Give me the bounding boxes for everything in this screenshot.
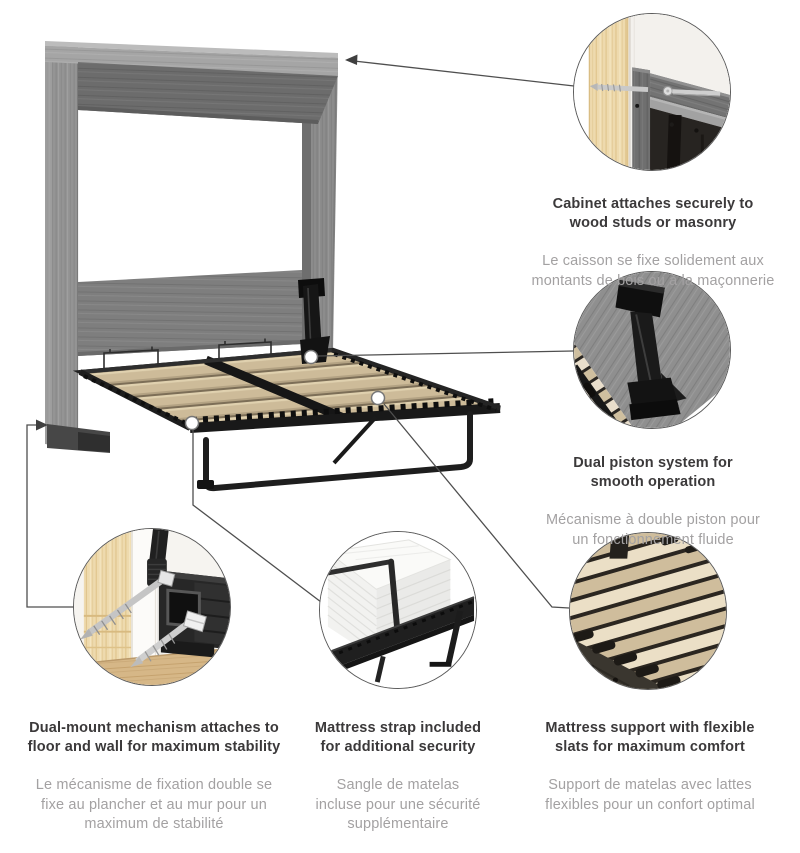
caption-mattress-slats-fr: Support de matelas avec lattes flexibles… [545, 777, 755, 813]
caption-cabinet-attachment: Cabinet attaches securely to wood studs … [522, 177, 784, 309]
leader-line-slats [383, 403, 570, 609]
murphy-bed-illustration [26, 41, 575, 609]
wall-stud-screws-icon [574, 14, 730, 170]
caption-cabinet-attachment-en: Cabinet attaches securely to wood studs … [552, 196, 754, 231]
floor-mount-screws-icon [74, 529, 230, 685]
anchor-markers [184, 349, 386, 431]
caption-cabinet-attachment-fr: Le caisson se fixe solidement aux montan… [531, 253, 775, 289]
callout-image-mattress-strap [319, 531, 477, 689]
leader-line-dual-mount [26, 424, 73, 608]
caption-mattress-slats-en: Mattress support with flexible slats for… [545, 720, 755, 755]
anchor-dot-strap [184, 415, 200, 431]
leader-arrowheads [36, 54, 358, 431]
caption-dual-mount-fr: Le mécanisme de fixation double se fixe … [35, 777, 273, 832]
bed-deck [72, 347, 501, 492]
callout-image-cabinet-attachment [573, 13, 731, 171]
caption-dual-mount-en: Dual-mount mechanism attaches to floor a… [27, 720, 281, 755]
anchor-dot-slats [370, 390, 386, 406]
arrow-to-floor-mount-icon [36, 419, 48, 431]
piston [298, 278, 330, 364]
caption-dual-piston-fr: Mécanisme à double piston pour un foncti… [545, 512, 761, 548]
callout-image-mattress-slats [569, 532, 727, 690]
leader-lines [26, 60, 575, 609]
caption-mattress-strap-en: Mattress strap included for additional s… [314, 720, 482, 755]
caption-dual-piston-en: Dual piston system for smooth operation [573, 455, 733, 490]
cabinet [45, 41, 338, 453]
mattress-strap-icon [320, 532, 476, 688]
anchor-dot-piston [303, 349, 319, 365]
flexible-slats-icon [570, 533, 726, 689]
caption-mattress-slats: Mattress support with flexible slats for… [518, 701, 782, 833]
leader-line-cabinet-attachment [353, 60, 575, 87]
arrow-to-cabinet-icon [345, 54, 358, 65]
caption-mattress-strap-fr: Sangle de matelas incluse pour une sécur… [315, 777, 481, 832]
leader-line-strap [192, 430, 322, 603]
murphy-bed-feature-diagram: { "page": { "background": "#ffffff", "pr… [26, 13, 784, 832]
caption-dual-piston: Dual piston system for smooth operation … [526, 436, 780, 568]
leader-line-piston [317, 350, 574, 357]
caption-dual-mount: Dual-mount mechanism attaches to floor a… [12, 701, 296, 853]
caption-mattress-strap: Mattress strap included for additional s… [293, 701, 503, 853]
callout-image-dual-mount [73, 528, 231, 686]
